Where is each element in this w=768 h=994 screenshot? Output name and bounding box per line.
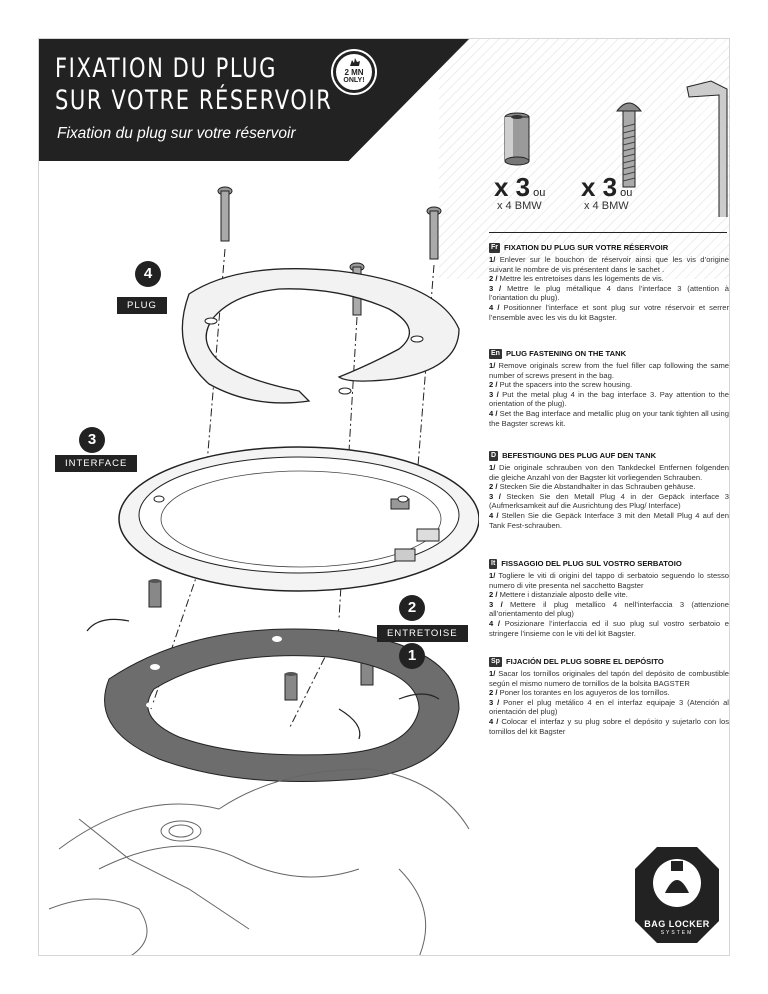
screw-2 [426,206,442,260]
step-badge-4: 4 [135,261,161,287]
step-sp-3: 3 / Poner el plug metálico 4 en el inter… [489,697,729,717]
title-line-2: SUR VOTRE RÉSERVOIR [55,85,333,116]
flag-de: D [489,451,499,461]
two-minutes-badge: 2 MN ONLY! [333,51,375,93]
gasket-ring [104,628,460,782]
flag-it: It [489,559,498,569]
step-it-4: 4 / Posizionare l’interfaccia ed il suo … [489,618,729,638]
step-badge-2: 2 [399,595,425,621]
page-subtitle: Fixation du plug sur votre réservoir [57,125,296,142]
step-en-1: 1/ Remove originals screw from the fuel … [489,361,729,380]
bolt-bmw-quantity: x 4 BMW [584,200,629,212]
step-de-2: 2 / Stecken Sie die Abstandhalter in das… [489,482,696,492]
step-fr-1: 1/ Enlever sur le bouchon de réservoir a… [489,255,729,274]
step-badge-3: 3 [79,427,105,453]
instructions-fr: Fr FIXATION DU PLUG SUR VOTRE RÉSERVOIR 1… [489,243,729,322]
heading-sp: FIJACIÓN DEL PLUG SOBRE EL DEPÓSITO [505,657,664,667]
plug-part [181,268,460,404]
step-sp-2: 2 / Poner los torantes en los aguyeros d… [489,688,670,698]
flag-en: En [489,349,502,359]
bolt-count: x 3 [581,172,618,202]
step-en-2: 2 / Put the spacers into the screw housi… [489,380,633,390]
step-sp-1: 1/ Sacar los tornillos originales del ta… [489,669,729,688]
spacer-icon [504,112,530,166]
heading-it: FISSAGGIO DEL PLUG SUL VOSTRO SERBATOIO [501,559,682,569]
step-en-4: 4 / Set the Bag interface and metallic p… [489,408,729,428]
step-de-4: 4 / Stellen Sie die Gepäck Interface 3 m… [489,510,729,530]
parts-illustration [504,80,728,217]
step-it-3: 3 / Mettere il plug metallico 4 nell’int… [489,599,730,619]
flag-sp: Sp [489,657,502,667]
badge-only: ONLY! [343,77,365,84]
title-line-1: FIXATION DU PLUG [55,53,278,84]
sheet-frame: FIXATION DU PLUG SUR VOTRE RÉSERVOIR Fix… [38,38,730,956]
step-it-2: 2 / Mettere i distanziale alposto delle … [489,590,628,600]
logo-name: BAG LOCKER [644,919,710,929]
step-it-1: 1/ Togliere le viti di origini del tappo… [489,571,729,590]
interface-part [118,446,479,592]
exploded-diagram [48,186,479,955]
hatch-pattern [439,39,729,279]
hex-key-icon [686,80,728,217]
heading-de: BEFESTIGUNG DES PLUG AUF DEN TANK [502,451,657,461]
step-fr-2: 2 / Mettre les entretoises dans les loge… [489,274,664,284]
step-sp-4: 4 / Colocar el interfaz y su plug sobre … [489,716,729,736]
heading-fr: FIXATION DU PLUG SUR VOTRE RÉSERVOIR [504,243,669,253]
spacer-bmw-quantity: x 4 BMW [497,200,542,212]
step-de-1: 1/ Die originale schrauben von den Tankd… [489,463,729,482]
hand-icon [350,58,360,66]
spacer-3 [284,672,298,701]
badge-time: 2 MN [344,68,364,77]
step-badge-1: 1 [399,643,425,669]
remove-arrows [86,618,440,740]
flag-fr: Fr [489,243,500,253]
spacer-or: ou [533,187,546,199]
motorcycle-outline [48,768,470,955]
step-de-3: 3 / Stecken Sie den Metall Plug 4 in der… [489,491,729,511]
label-entretoise: ENTRETOISE [377,625,468,642]
bolt-icon [615,102,643,188]
label-plug: PLUG [117,297,167,314]
label-interface: INTERFACE [55,455,138,472]
step-en-3: 3 / Put the metal plug 4 in the bag inte… [489,389,730,409]
spacer-count: x 3 [494,172,531,202]
bag-locker-logo [635,847,719,943]
step-fr-3: 3 / Mettre le plug métallique 4 dans l’i… [489,283,729,303]
bolt-or: ou [620,187,633,199]
screw-1 [217,186,233,242]
divider [489,232,727,233]
spacer-1 [148,579,162,608]
page-title: FIXATION DU PLUG SUR VOTRE RÉSERVOIR [55,53,332,117]
logo-system: SYSTEM [660,930,694,936]
heading-en: PLUG FASTENING ON THE TANK [505,349,627,359]
step-fr-4: 4 / Positionner l’interface et sont plug… [489,302,730,322]
